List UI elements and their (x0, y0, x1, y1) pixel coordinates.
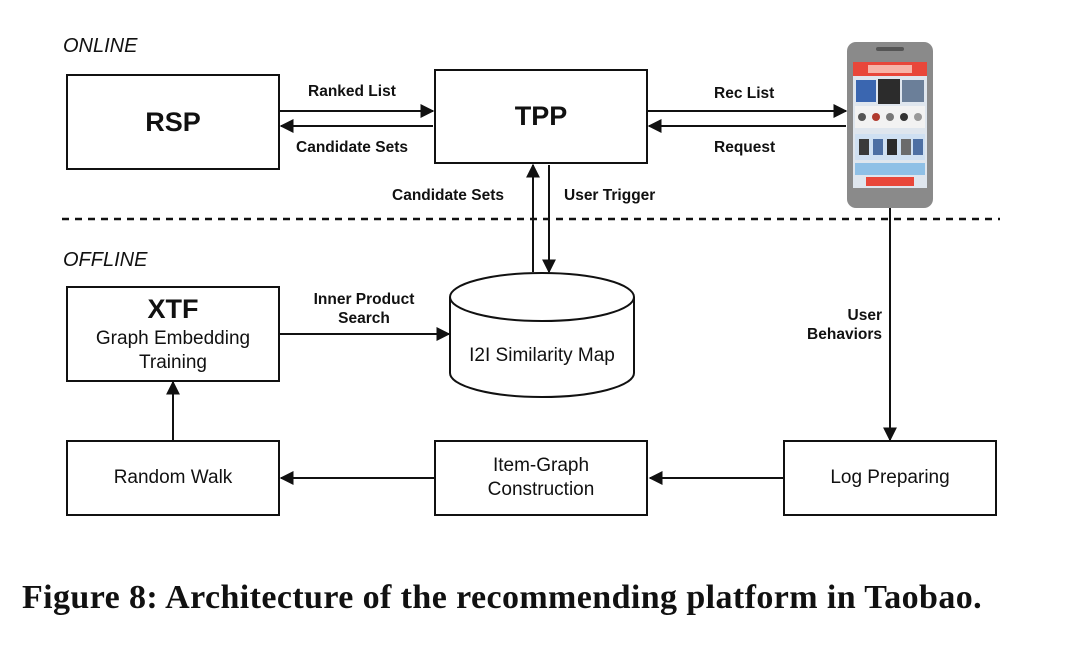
figure-caption: Figure 8: Architecture of the recommendi… (22, 578, 1042, 618)
xtf-title: XTF (147, 293, 199, 324)
request-label: Request (714, 139, 776, 156)
log-preparing-label: Log Preparing (830, 467, 950, 488)
log-preparing-box: Log Preparing (783, 440, 997, 516)
user-behaviors-line2: Behaviors (807, 326, 882, 343)
xtf-subtitle-line1: Graph Embedding (95, 327, 251, 349)
rsp-title: RSP (145, 106, 201, 137)
caption-figure-label: Figure 8: (22, 579, 159, 616)
rec-list-label: Rec List (714, 85, 775, 102)
inner-product-label: Inner Product Search (300, 290, 428, 328)
candidate-sets-rsp-label: Candidate Sets (296, 139, 408, 156)
item-graph-box: Item-Graph Construction (434, 440, 648, 516)
user-behaviors-line1: User (847, 307, 882, 324)
candidate-sets-tpp-label: Candidate Sets (392, 187, 504, 204)
online-section-label: ONLINE (63, 35, 138, 57)
item-graph-line2: Construction (487, 479, 595, 500)
user-trigger-label: User Trigger (564, 187, 656, 204)
tpp-box: TPP (434, 69, 648, 164)
architecture-diagram: ONLINE OFFLINE RSP TPP XTF Graph Embeddi… (62, 35, 1000, 516)
ranked-list-label: Ranked List (308, 83, 396, 100)
item-graph-line1: Item-Graph (492, 455, 590, 476)
similarity-map-label: I2I Similarity Map (469, 345, 615, 366)
offline-section-label: OFFLINE (63, 249, 148, 271)
inner-product-line1: Inner Product (313, 291, 415, 308)
inner-product-line2: Search (338, 310, 390, 327)
random-walk-label: Random Walk (113, 467, 233, 488)
xtf-subtitle-line2: Training (139, 351, 207, 373)
similarity-map-cylinder (449, 272, 635, 398)
connector-layer (62, 42, 1000, 485)
caption-text: Architecture of the recommending platfor… (165, 579, 983, 616)
rsp-box: RSP (66, 74, 280, 170)
user-behaviors-label: User Behaviors (796, 306, 882, 344)
mobile-phone-icon (847, 42, 933, 208)
xtf-box: XTF Graph Embedding Training (66, 286, 280, 382)
random-walk-box: Random Walk (66, 440, 280, 516)
tpp-title: TPP (514, 101, 568, 131)
